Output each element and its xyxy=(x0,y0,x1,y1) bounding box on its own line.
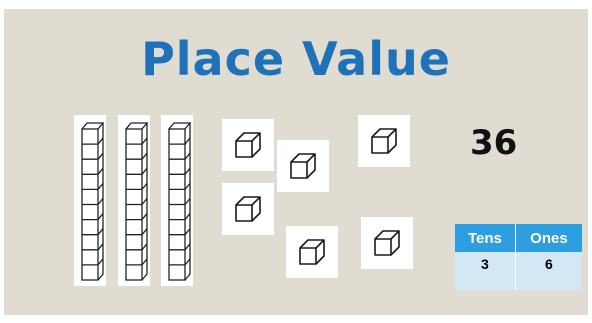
tens-value: 3 xyxy=(455,252,515,290)
cube-icon xyxy=(222,119,274,171)
ones-value: 6 xyxy=(515,252,582,290)
tens-header: Tens xyxy=(455,224,515,252)
cube-icon xyxy=(222,183,274,235)
ones-cube xyxy=(277,140,329,192)
ones-cube xyxy=(358,115,410,167)
slide-title: Place Value xyxy=(4,31,588,87)
tens-rod xyxy=(74,115,106,286)
ones-cube xyxy=(222,183,274,235)
tens-rod-icon xyxy=(118,115,150,286)
place-value-table: Tens Ones 3 6 xyxy=(455,224,582,290)
tens-rod xyxy=(118,115,150,286)
cube-icon xyxy=(361,217,413,269)
ones-cube xyxy=(222,119,274,171)
ones-header: Ones xyxy=(515,224,582,252)
cube-icon xyxy=(358,115,410,167)
tens-rod xyxy=(161,115,193,286)
ones-cube xyxy=(286,226,338,278)
number-value: 36 xyxy=(470,123,517,163)
ones-cube xyxy=(361,217,413,269)
tens-rod-icon xyxy=(161,115,193,286)
tens-rod-icon xyxy=(74,115,106,286)
cube-icon xyxy=(277,140,329,192)
cube-icon xyxy=(286,226,338,278)
